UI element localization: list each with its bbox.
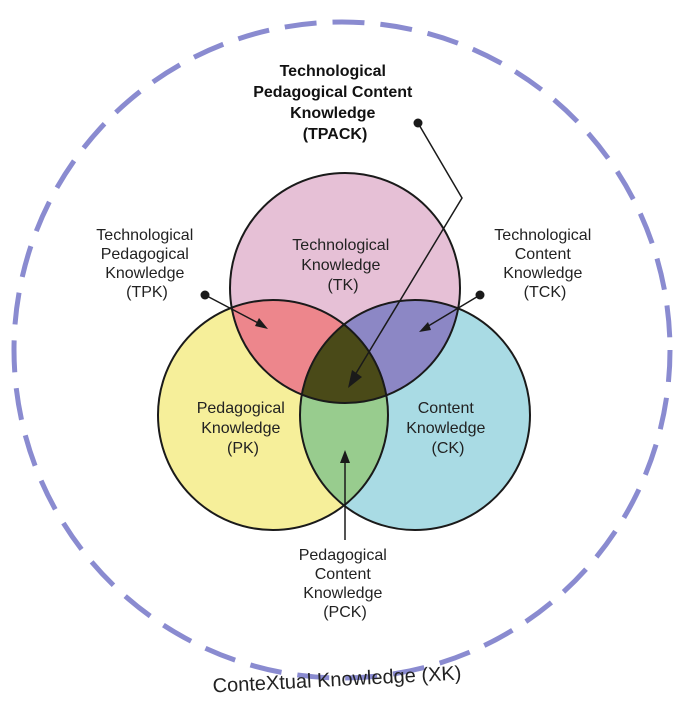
pck-label: Pedagogical Content Knowledge (PCK) <box>299 547 392 621</box>
tpack-label: Technological Pedagogical Content Knowle… <box>253 63 417 143</box>
tpack-intersection <box>300 300 388 403</box>
pk-label: Pedagogical Knowledge (PK) <box>197 400 290 457</box>
tpack-dot <box>413 118 423 128</box>
tpack-pointer <box>354 122 463 376</box>
tck-pointer <box>424 294 481 329</box>
pointer-lines <box>204 122 481 540</box>
pck-arrowhead <box>340 450 350 463</box>
tk-label: Technological Knowledge (TK) <box>292 237 393 294</box>
circle-outlines <box>157 172 531 531</box>
contextual-knowledge-label: ConteXtual Knowledge (XK) <box>212 662 462 697</box>
contextual-knowledge-ring <box>11 19 673 681</box>
tck-arrowhead <box>419 322 431 332</box>
tpk-pointer <box>204 294 263 326</box>
tpk-arrowhead <box>255 318 268 329</box>
pointer-arrowheads <box>255 318 431 463</box>
tpk-label: Technological Pedagogical Knowledge (TPK… <box>96 227 197 301</box>
tck-dot <box>475 290 485 300</box>
ck-label: Content Knowledge (CK) <box>406 400 490 457</box>
tpk-dot <box>200 290 210 300</box>
pointer-dots <box>200 118 485 300</box>
tck-label: Technological Content Knowledge (TCK) <box>494 227 595 301</box>
tpack-arrowhead <box>348 370 362 388</box>
